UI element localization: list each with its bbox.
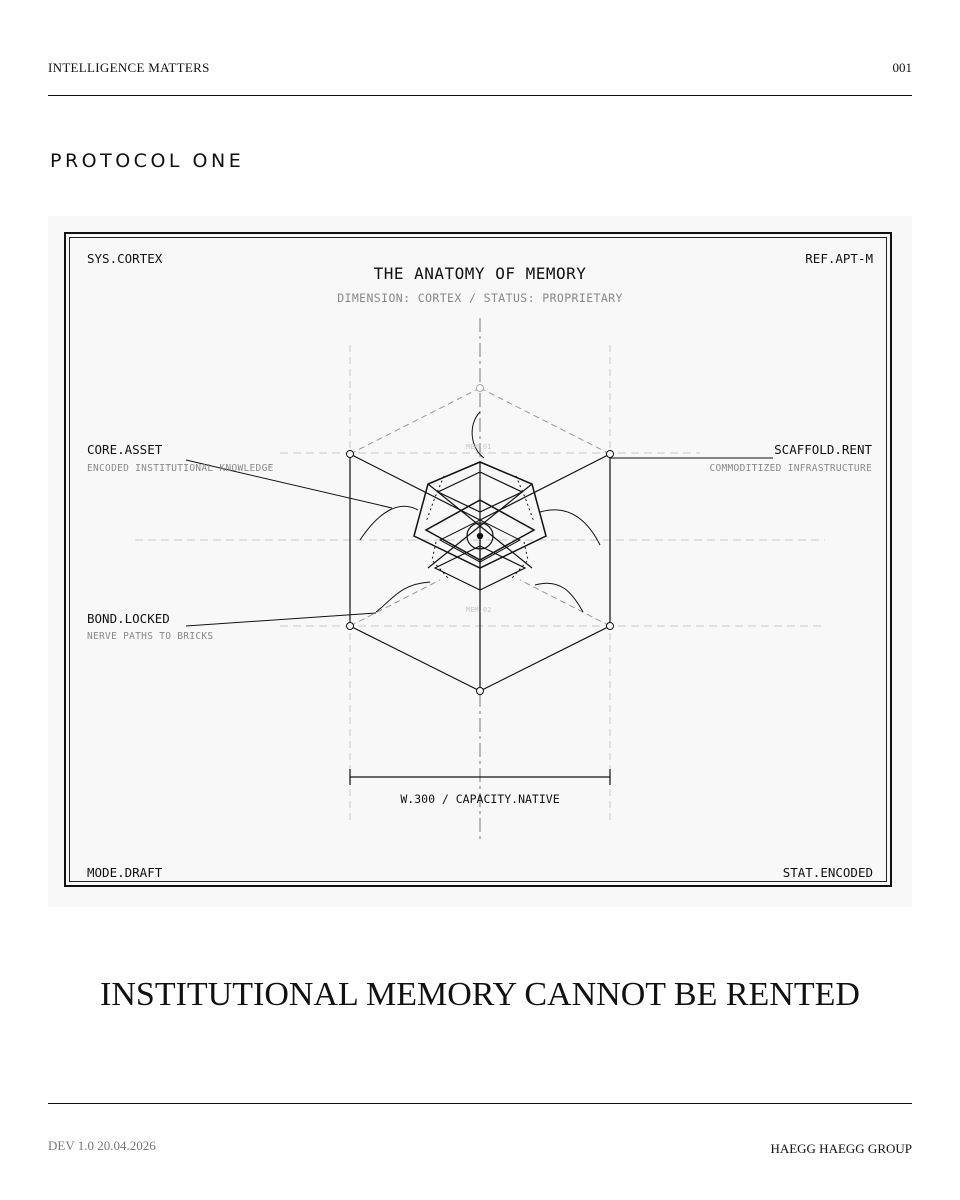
- publication-name: INTELLIGENCE MATTERS: [48, 60, 210, 75]
- scaffold-rent-label: SCAFFOLD.RENT: [774, 442, 872, 457]
- vertex-node: [346, 622, 354, 630]
- bond-locked-description: NERVE PATHS TO BRICKS: [87, 631, 214, 642]
- footer-divider: [48, 1103, 912, 1104]
- diagram-title: THE ANATOMY OF MEMORY: [373, 264, 587, 283]
- core-ring: [466, 522, 494, 550]
- vertex-node: [606, 450, 614, 458]
- bond-locked-label: BOND.LOCKED: [87, 611, 170, 626]
- version-date: DEV 1.0 20.04.2026: [48, 1138, 156, 1153]
- leader-bond: [185, 612, 377, 627]
- corner-top-right: REF.APT-M: [805, 251, 873, 266]
- section-title: PROTOCOL ONE: [50, 150, 245, 172]
- mark-top: MEM.01: [466, 443, 492, 451]
- core-asset-description: ENCODED INSTITUTIONAL KNOWLEDGE: [87, 463, 274, 474]
- vertex-node: [606, 622, 614, 630]
- leader-core: [185, 459, 393, 509]
- leader-lines: [185, 457, 773, 627]
- header-divider: [48, 95, 912, 96]
- publisher-name: HAEGG HAEGG GROUP: [770, 1141, 912, 1156]
- vertex-node: [476, 384, 484, 392]
- corner-bottom-left: MODE.DRAFT: [87, 865, 163, 880]
- vertex-node: [476, 687, 484, 695]
- core-asset-label: CORE.ASSET: [87, 442, 163, 457]
- nerve-paths: [359, 411, 601, 613]
- dashed-hexagon: [349, 387, 611, 627]
- page-number: 001: [892, 60, 913, 75]
- dimension-caption: W.300 / CAPACITY.NATIVE: [400, 792, 560, 806]
- headline: INSTITUTIONAL MEMORY CANNOT BE RENTED: [100, 976, 860, 1013]
- mark-bottom: MEM.02: [466, 606, 492, 614]
- core-dot: [476, 532, 484, 540]
- scaffold-rent-description: COMMODITIZED INFRASTRUCTURE: [709, 463, 872, 474]
- diagram-frame-inner: [69, 237, 887, 882]
- dimension-line: [349, 769, 611, 785]
- vertex-node: [346, 450, 354, 458]
- vertex-nodes: [346, 384, 614, 695]
- diagram-frame-outer: [64, 232, 892, 887]
- corner-bottom-right: STAT.ENCODED: [782, 865, 873, 880]
- corner-top-left: SYS.CORTEX: [87, 251, 163, 266]
- central-cube: [413, 461, 547, 591]
- diagram-subtitle: DIMENSION: CORTEX / STATUS: PROPRIETARY: [337, 291, 623, 305]
